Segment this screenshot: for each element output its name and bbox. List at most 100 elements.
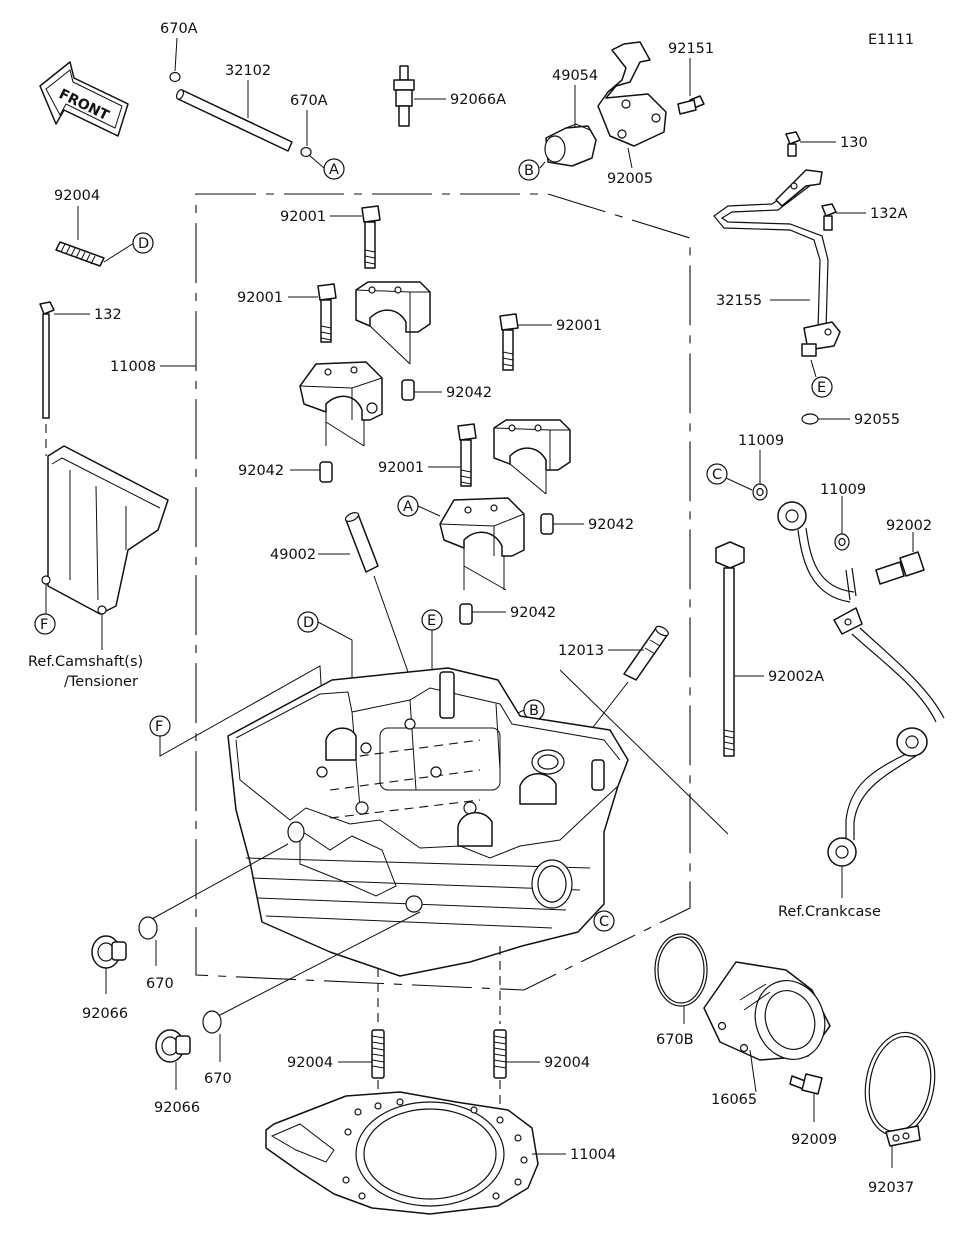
callout-E-head-label: E [427,613,436,629]
camshaft-cap-4 [439,497,525,557]
label-32102: 32102 [225,63,271,79]
o-ring-670-a [138,916,158,940]
callout-B-head-label: B [529,703,539,719]
callout-C-head-label: C [599,914,609,930]
callout-A-mid [397,495,419,517]
callout-C-head [593,910,615,932]
dowel-92042-c [540,513,554,535]
oil-hose-assembly [777,501,945,867]
bolt-92001-b [317,283,337,343]
label-92004-left: 92004 [287,1055,333,1071]
o-ring-670A-mid [300,146,312,158]
label-92042-b: 92042 [238,463,284,479]
label-11009-b: 11009 [820,482,866,498]
dowel-92042-d [459,603,473,625]
stud-92004-left [371,1029,385,1079]
callout-B-top-label: B [524,163,534,179]
label-11009-a: 11009 [738,433,784,449]
callout-A-top [323,158,345,180]
o-ring-670A-top [169,71,181,83]
label-32155: 32155 [716,293,762,309]
dowel-92042-b [319,461,333,483]
label-92042-d: 92042 [510,605,556,621]
callout-C-right [706,463,728,485]
label-92001-b: 92001 [237,290,283,306]
head-gasket-11004 [265,1091,539,1215]
label-670B: 670B [656,1032,694,1048]
ref-tensioner-label: /Tensioner [64,674,138,690]
dowel-92042-a [401,379,415,401]
camshaft-cap-1 [355,281,431,333]
label-92005: 92005 [607,171,653,187]
diagram-id: E1111 [868,32,914,48]
label-16065: 16065 [711,1092,757,1108]
camshaft-tensioner-guide [41,445,169,615]
label-92004-right: 92004 [544,1055,590,1071]
o-ring-92055 [801,413,819,425]
label-132: 132 [94,307,122,323]
label-92004-top: 92004 [54,188,100,204]
bolt-132A [821,203,837,231]
label-132A: 132A [870,206,908,222]
label-92001-a: 92001 [280,209,326,225]
callout-D-top [132,232,154,254]
label-92002A: 92002A [768,669,824,685]
cylinder-head-11008 [227,667,629,977]
callout-A-top-label: A [329,162,339,178]
label-49002: 49002 [270,547,316,563]
valve-guide-49002 [344,512,379,573]
label-92002: 92002 [886,518,932,534]
camshaft-cap-2 [299,361,383,421]
bolt-92002A [715,541,745,757]
thermostat-49054 [544,123,597,167]
callout-B-top [518,159,540,181]
label-92066-b: 92066 [154,1100,200,1116]
label-92066-a: 92066 [82,1006,128,1022]
bolt-132 [39,301,55,419]
label-12013: 12013 [558,643,604,659]
bolt-92001-c [499,313,519,371]
plug-92066-a [91,935,127,969]
assembly-boundary [195,193,691,991]
label-11004: 11004 [570,1147,616,1163]
oil-pipe-32155 [713,169,841,357]
callout-E-top [811,376,833,398]
callout-F-left-label: F [40,617,48,633]
front-arrow-icon: FRONT [39,61,129,137]
bolt-92001-a [361,205,381,269]
label-670A-top: 670A [160,21,198,37]
label-92151: 92151 [668,41,714,57]
label-670A-mid: 670A [290,93,328,109]
guide-12013 [623,625,669,681]
label-92001-c: 92001 [556,318,602,334]
temperature-sensor-92066A [393,65,415,127]
label-92001-d: 92001 [378,460,424,476]
label-92055: 92055 [854,412,900,428]
bolt-92151 [677,95,705,115]
label-49054: 49054 [552,68,598,84]
label-130: 130 [840,135,868,151]
water-outlet-92005 [597,41,667,147]
carburetor-holder-16065 [703,961,831,1061]
o-ring-670B [654,933,708,1007]
stud-92004-top [55,241,105,267]
bolt-130 [785,131,801,157]
label-92009: 92009 [791,1132,837,1148]
rod-32102 [175,89,293,152]
camshaft-cap-3 [493,419,571,471]
callout-F-left [34,613,56,635]
label-92042-c: 92042 [588,517,634,533]
screw-92009 [789,1073,823,1095]
label-92042-a: 92042 [446,385,492,401]
label-11008: 11008 [110,359,156,375]
label-92066A: 92066A [450,92,506,108]
banjo-bolt-92002 [875,551,925,585]
callout-D-top-label: D [138,236,149,252]
callout-C-right-label: C [712,467,722,483]
label-670-b: 670 [204,1071,232,1087]
bolt-92001-d [457,423,477,487]
o-ring-670-b [202,1010,222,1034]
label-670-a: 670 [146,976,174,992]
stud-92004-right [493,1029,507,1079]
